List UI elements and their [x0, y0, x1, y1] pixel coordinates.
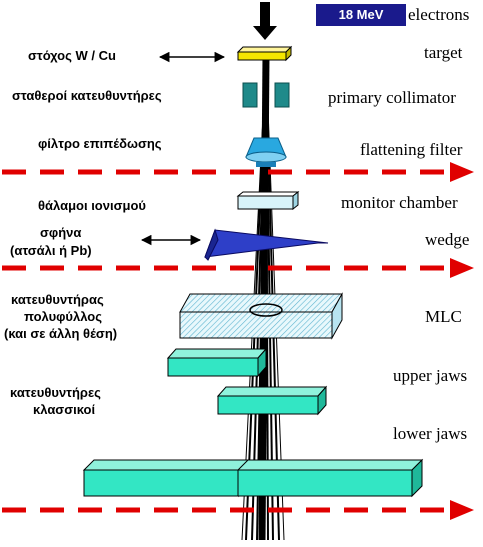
label-wedge: wedge: [425, 230, 470, 249]
upper-jaws: [166, 347, 328, 416]
label-greek-ionization-chambers: θάλαμοι ιονισμού: [38, 198, 146, 213]
label-greek-classic-2: κλασσικοί: [33, 402, 96, 417]
label-greek-classic-1: κατευθυντήρες: [10, 385, 101, 400]
wedge: [204, 228, 329, 261]
dashed-arrow-3: [2, 500, 474, 520]
label-primary-collimator: primary collimator: [328, 88, 456, 107]
label-greek-mlc-3: (και σε άλλη θέση): [4, 326, 118, 341]
label-electrons: electrons: [408, 5, 470, 24]
label-upper-jaws: upper jaws: [393, 366, 468, 385]
label-greek-target: στόχος W / Cu: [28, 48, 116, 63]
label-greek-wedge-material: (ατσάλι ή Pb): [10, 243, 92, 258]
electron-beam-arrow: [253, 2, 277, 40]
label-target: target: [424, 43, 463, 62]
lower-jaws: [82, 458, 424, 498]
dashed-arrow-2: [2, 258, 474, 278]
primary-collimator: [242, 82, 290, 108]
label-monitor-chamber: monitor chamber: [341, 193, 458, 212]
flattening-filter: [245, 137, 287, 167]
monitor-chamber: [236, 190, 300, 211]
label-lower-jaws: lower jaws: [393, 424, 468, 443]
dashed-arrow-1: [2, 162, 474, 182]
energy-badge: 18 MeV: [316, 4, 406, 26]
label-greek-flattening-filter: φίλτρο επιπέδωσης: [38, 136, 162, 151]
label-greek-wedge: σφήνα: [40, 225, 82, 240]
label-greek-mlc-1: κατευθυντήρας: [11, 292, 104, 307]
label-greek-mlc-2: πολυφύλλος: [24, 309, 102, 324]
mlc-block: [179, 292, 343, 340]
label-flattening-filter: flattening filter: [360, 140, 463, 159]
label-greek-fixed-collimators: σταθεροί κατευθυντήρες: [12, 88, 162, 103]
target-block: [236, 45, 293, 62]
label-mlc: MLC: [425, 307, 462, 326]
